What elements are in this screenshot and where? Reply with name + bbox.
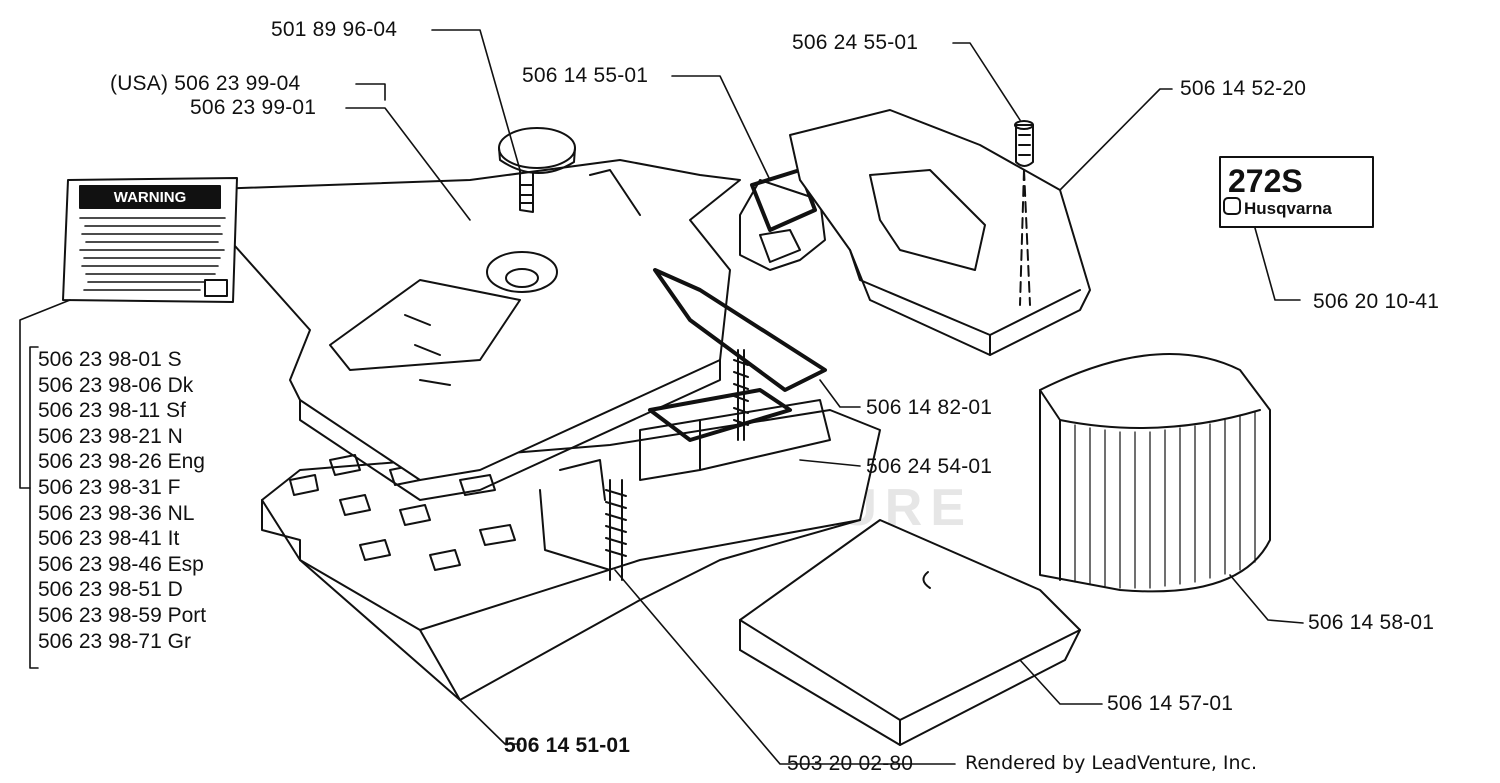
callout-logo-decal: 506 20 10-41 — [1313, 290, 1440, 313]
top-cover — [789, 109, 1091, 356]
callout-gasket: 506 14 82-01 — [866, 396, 993, 419]
warning-label-list: 506 23 98-01 S 506 23 98-06 Dk 506 23 98… — [38, 347, 206, 654]
rubber-plug — [1014, 120, 1034, 306]
label-list-item: 506 23 98-01 S — [38, 348, 182, 371]
logo-model: 272S — [1228, 163, 1303, 199]
base-housing — [261, 399, 881, 701]
fuel-cap — [498, 127, 576, 213]
callout-small-cover: 506 14 55-01 — [522, 64, 649, 87]
callout-top-cover: 506 14 52-20 — [1180, 77, 1307, 100]
logo-brand: Husqvarna — [1244, 199, 1332, 218]
label-list-item: 506 23 98-51 D — [38, 578, 183, 602]
callout-seal: 506 24 54-01 — [866, 455, 993, 478]
small-cover — [739, 168, 826, 271]
callout-filter-pad: 506 14 57-01 — [1107, 692, 1234, 715]
callout-fuel-cap: 501 89 96-04 — [271, 18, 398, 41]
label-list-item: 506 23 98-59 Port — [38, 603, 207, 627]
filter-pad — [739, 519, 1081, 746]
label-list-item: 506 23 98-41 It — [38, 527, 180, 551]
callout-base: 506 14 51-01 — [504, 734, 631, 757]
footer-credit: Rendered by LeadVenture, Inc. — [965, 752, 1258, 774]
callout-plug: 506 24 55-01 — [792, 31, 919, 54]
callout-decal: 506 23 99-01 — [190, 96, 317, 119]
label-list-item: 506 23 98-06 Dk — [38, 373, 194, 397]
callout-decal-usa: (USA) 506 23 99-04 — [110, 72, 301, 95]
label-list-item: 506 23 98-46 Esp — [38, 552, 204, 576]
spring — [737, 349, 745, 441]
label-list-item: 506 23 98-21 N — [38, 424, 183, 448]
air-filter — [1039, 353, 1271, 593]
logo-decal — [1219, 156, 1374, 228]
label-list-item: 506 23 98-31 F — [38, 475, 181, 499]
warning-heading: WARNING — [114, 189, 187, 206]
main-cover — [184, 159, 741, 501]
label-list-item: 506 23 98-36 NL — [38, 501, 195, 525]
label-list-item: 506 23 98-26 Eng — [38, 450, 205, 474]
callout-screw: 503 20 02-80 — [787, 752, 914, 775]
label-list-item: 506 23 98-71 Gr — [38, 629, 191, 653]
leader-lines — [19, 29, 1304, 765]
label-list-item: 506 23 98-11 Sf — [38, 399, 186, 423]
gasket — [653, 268, 827, 392]
callout-air-filter: 506 14 58-01 — [1308, 611, 1435, 634]
warning-label — [62, 177, 238, 303]
